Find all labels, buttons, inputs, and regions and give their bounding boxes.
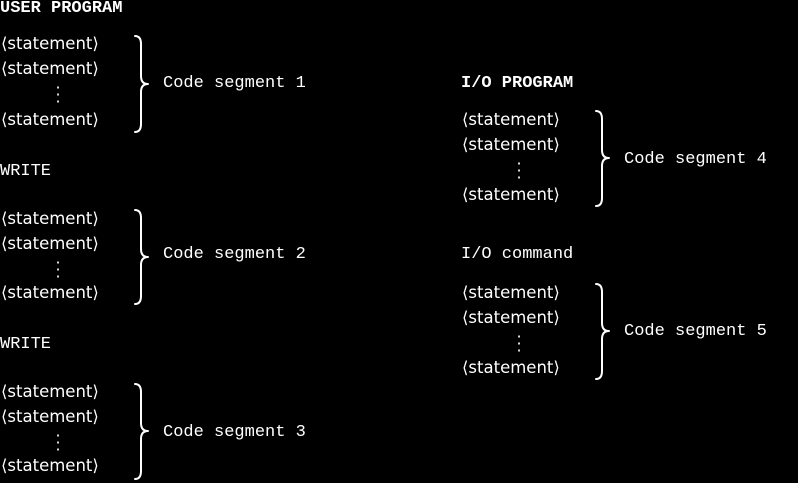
write-statement: WRITE — [0, 335, 52, 354]
vertical-ellipsis: ··· — [55, 426, 61, 459]
statement: ⟨statement⟩ — [1, 407, 99, 426]
right-brace-icon — [595, 283, 610, 380]
user-program-title: USER PROGRAM — [0, 0, 123, 18]
vertical-ellipsis: ··· — [516, 154, 522, 187]
code-segment-label: Code segment 1 — [163, 74, 306, 93]
statement: ⟨statement⟩ — [1, 110, 99, 129]
right-brace-icon — [134, 383, 149, 480]
statement: ⟨statement⟩ — [462, 358, 560, 377]
code-segment-label: Code segment 2 — [163, 245, 306, 264]
statement: ⟨statement⟩ — [462, 283, 560, 302]
code-segment-label: Code segment 3 — [163, 423, 306, 442]
statement: ⟨statement⟩ — [1, 283, 99, 302]
right-brace-icon — [134, 35, 149, 133]
statement: ⟨statement⟩ — [462, 308, 560, 327]
code-segment-label: Code segment 4 — [624, 150, 767, 169]
code-segment-label: Code segment 5 — [624, 322, 767, 341]
vertical-ellipsis: ··· — [516, 327, 522, 360]
statement: ⟨statement⟩ — [1, 234, 99, 253]
statement: ⟨statement⟩ — [462, 185, 560, 204]
right-brace-icon — [595, 110, 610, 207]
statement: ⟨statement⟩ — [1, 34, 99, 53]
statement: ⟨statement⟩ — [1, 59, 99, 78]
statement: ⟨statement⟩ — [1, 382, 99, 401]
statement: ⟨statement⟩ — [462, 135, 560, 154]
write-statement: WRITE — [0, 162, 52, 181]
statement: ⟨statement⟩ — [462, 110, 560, 129]
statement: ⟨statement⟩ — [1, 209, 99, 228]
vertical-ellipsis: ··· — [55, 253, 61, 286]
statement: ⟨statement⟩ — [1, 456, 99, 475]
io-command: I/O command — [461, 245, 574, 264]
right-brace-icon — [134, 209, 149, 305]
vertical-ellipsis: ··· — [55, 78, 61, 111]
io-program-title: I/O PROGRAM — [461, 74, 574, 93]
